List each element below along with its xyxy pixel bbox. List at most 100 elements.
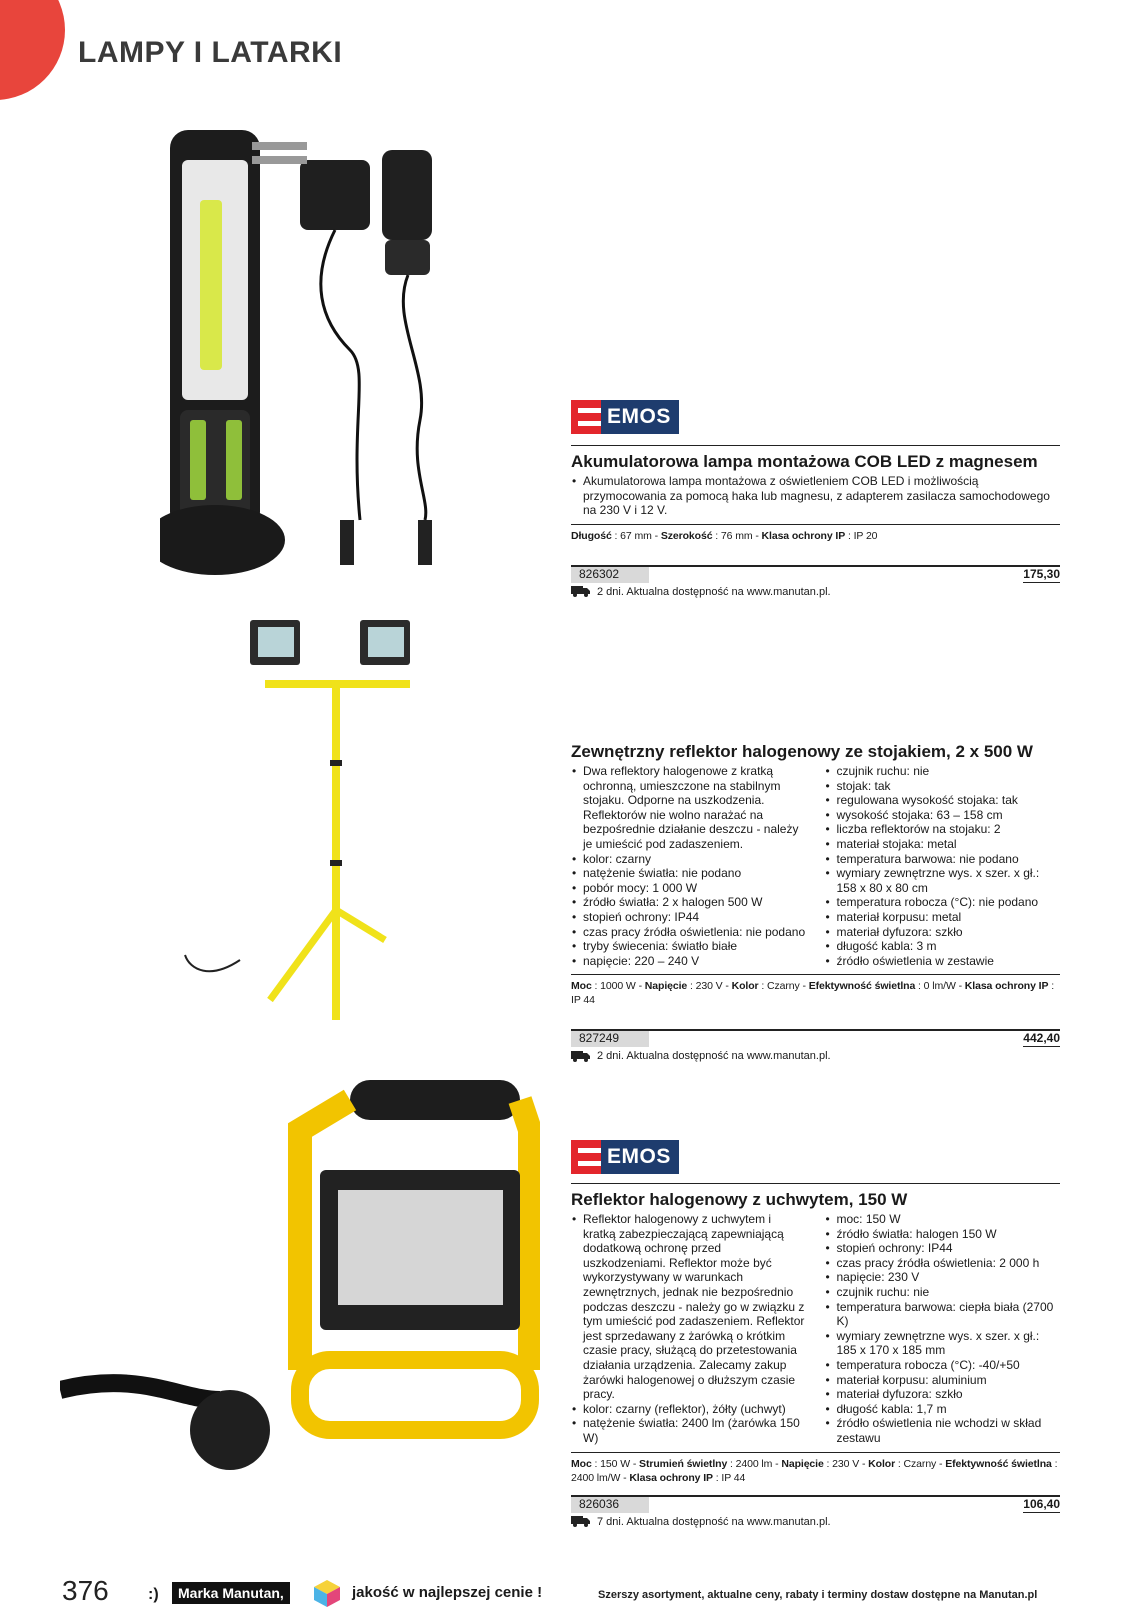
bullet-item: długość kabla: 1,7 m: [825, 1402, 1061, 1417]
product-specs: Moc : 1000 W - Napięcie : 230 V - Kolor …: [571, 974, 1060, 1007]
spec-key: Klasa ochrony IP: [761, 529, 846, 542]
product-price: 442,40: [1023, 1031, 1060, 1048]
spec-value: : Czarny: [895, 1457, 937, 1470]
bullet-item: napięcie: 230 V: [825, 1270, 1061, 1285]
truck-icon: [571, 1050, 590, 1062]
product-sku[interactable]: 827249: [571, 1031, 650, 1048]
delivery-info: 2 dni. Aktualna dostępność na www.manuta…: [571, 585, 1060, 599]
spec-value: : 230 V: [687, 980, 723, 993]
spec-value: : 0 lm/W: [915, 980, 956, 993]
product-title[interactable]: Zewnętrzny reflektor halogenowy ze stoja…: [571, 742, 1033, 761]
product-1: EMOS Akumulatorowa lampa montażowa COB L…: [571, 400, 1060, 599]
spec-key: Napięcie: [781, 1457, 824, 1470]
bullet-item: liczba reflektorów na stojaku: 2: [825, 822, 1061, 837]
bullet-item: tryby świecenia: światło białe: [571, 939, 807, 954]
spec-key: Klasa ochrony IP: [629, 1471, 713, 1484]
bullet-item: stopień ochrony: IP44: [571, 910, 807, 925]
product-bullets: Reflektor halogenowy z uchwytem i kratką…: [571, 1212, 1060, 1446]
bullet-item: źródło oświetlenia w zestawie: [825, 954, 1061, 969]
spec-key: Efektywność świetlna: [808, 980, 916, 993]
spec-value: : 150 W: [591, 1457, 631, 1470]
bullet-item: wymiary zewnętrzne wys. x szer. x gł.: 1…: [825, 1329, 1061, 1358]
spec-value: : Czarny: [758, 980, 800, 993]
bullet-item: Akumulatorowa lampa montażowa z oświetle…: [571, 474, 1060, 518]
emos-logo: EMOS: [571, 1140, 679, 1174]
product-image-led-lamp: [160, 130, 432, 575]
bullet-item: wysokość stojaka: 63 – 158 cm: [825, 808, 1061, 823]
product-image-handle-floodlight: [60, 1080, 540, 1470]
sku-row: 827249 442,40: [571, 1029, 1060, 1048]
bullet-item: czujnik ruchu: nie: [825, 764, 1061, 779]
truck-icon: [571, 1516, 590, 1527]
page-number: 376: [62, 1575, 109, 1606]
bullet-item: kolor: czarny (reflektor), żółty (uchwyt…: [571, 1402, 807, 1417]
footer-quality: jakość w najlepszej cenie !: [352, 1584, 543, 1601]
sku-row: 826302 175,30: [571, 564, 1060, 583]
bullet-item: moc: 150 W: [825, 1212, 1061, 1227]
bullet-item: źródło światła: halogen 150 W: [825, 1227, 1061, 1242]
spec-value: : IP 44: [712, 1471, 746, 1484]
product-3: EMOS Reflektor halogenowy z uchwytem, 15…: [571, 1140, 1060, 1529]
bullet-item: źródło światła: 2 x halogen 500 W: [571, 895, 807, 910]
product-bullets: Akumulatorowa lampa montażowa z oświetle…: [571, 474, 1060, 518]
bullet-item: temperatura robocza (°C): nie podano: [825, 895, 1061, 910]
product-title[interactable]: Reflektor halogenowy z uchwytem, 150 W: [571, 1183, 1060, 1209]
bullet-item: napięcie: 220 – 240 V: [571, 954, 807, 969]
product-bullets: Dwa reflektory halogenowe z kratką ochro…: [571, 764, 1060, 968]
product-image-twin-floodlight: [184, 620, 410, 1020]
spec-key: Kolor: [868, 1457, 896, 1470]
spec-value: : IP 20: [845, 529, 878, 542]
bullet-item: materiał korpusu: aluminium: [825, 1373, 1061, 1388]
spec-value: : 2400 lm: [727, 1457, 773, 1470]
bullet-item: Reflektor halogenowy z uchwytem i kratką…: [571, 1212, 807, 1402]
spec-key: Klasa ochrony IP: [964, 980, 1049, 993]
bullet-item: długość kabla: 3 m: [825, 939, 1061, 954]
spec-key: Kolor: [731, 980, 759, 993]
bullet-item: wymiary zewnętrzne wys. x szer. x gł.: 1…: [825, 866, 1061, 895]
product-sku[interactable]: 826036: [571, 1496, 650, 1513]
spec-key: Strumień świetlny: [639, 1457, 728, 1470]
bullet-item: temperatura robocza (°C): -40/+50: [825, 1358, 1061, 1373]
emos-mark-icon: [571, 1140, 601, 1174]
product-specs: Moc : 150 W - Strumień świetlny : 2400 l…: [571, 1451, 1060, 1485]
product-specs: Długość : 67 mm - Szerokość : 76 mm - Kl…: [571, 523, 1060, 543]
spec-value: : IP 44: [571, 980, 1055, 1007]
spec-key: Długość: [571, 529, 612, 542]
spec-value: : 1000 W: [591, 980, 636, 993]
product-price: 175,30: [1023, 566, 1060, 583]
bullet-item: pobór mocy: 1 000 W: [571, 881, 807, 896]
product-price: 106,40: [1023, 1496, 1060, 1513]
spec-key: Szerokość: [660, 529, 713, 542]
page-title: LAMPY I LATARKI: [78, 36, 343, 69]
bullet-item: czas pracy źródła oświetlenia: 2 000 h: [825, 1256, 1061, 1271]
spec-key: Napięcie: [644, 980, 688, 993]
footer-brand: Marka Manutan,: [172, 1582, 290, 1604]
cube-icon: [314, 1580, 340, 1607]
bullet-item: źródło oświetlenia nie wchodzi w skład z…: [825, 1416, 1061, 1445]
bullet-item: stopień ochrony: IP44: [825, 1241, 1061, 1256]
bullet-item: regulowana wysokość stojaka: tak: [825, 793, 1061, 808]
footer-smile: :): [148, 1586, 159, 1603]
product-2: Zewnętrzny reflektor halogenowy ze stoja…: [571, 740, 1060, 1063]
sku-row: 826036 106,40: [571, 1494, 1060, 1513]
delivery-info: 7 dni. Aktualna dostępność na www.manuta…: [571, 1515, 1060, 1529]
product-title[interactable]: Akumulatorowa lampa montażowa COB LED z …: [571, 445, 1060, 471]
bullet-item: temperatura barwowa: nie podano: [825, 852, 1061, 867]
bullet-item: materiał korpusu: metal: [825, 910, 1061, 925]
bullet-item: czujnik ruchu: nie: [825, 1285, 1061, 1300]
bullet-item: stojak: tak: [825, 779, 1061, 794]
emos-logo: EMOS: [571, 400, 679, 434]
bullet-item: czas pracy źródła oświetlenia: nie podan…: [571, 925, 807, 940]
bullet-item: natężenie światła: 2400 lm (żarówka 150 …: [571, 1416, 807, 1445]
corner-accent: [0, 0, 65, 100]
delivery-info: 2 dni. Aktualna dostępność na www.manuta…: [571, 1049, 1060, 1063]
product-sku[interactable]: 826302: [571, 566, 650, 583]
spec-key: Efektywność świetlna: [945, 1457, 1052, 1470]
bullet-item: materiał dyfuzora: szkło: [825, 925, 1061, 940]
spec-value: : 76 mm: [712, 529, 753, 542]
spec-value: : 67 mm: [611, 529, 652, 542]
emos-mark-icon: [571, 400, 601, 434]
footer-note: Szerszy asortyment, aktualne ceny, rabat…: [598, 1589, 1038, 1601]
bullet-item: materiał stojaka: metal: [825, 837, 1061, 852]
spec-value: : 230 V: [823, 1457, 860, 1470]
